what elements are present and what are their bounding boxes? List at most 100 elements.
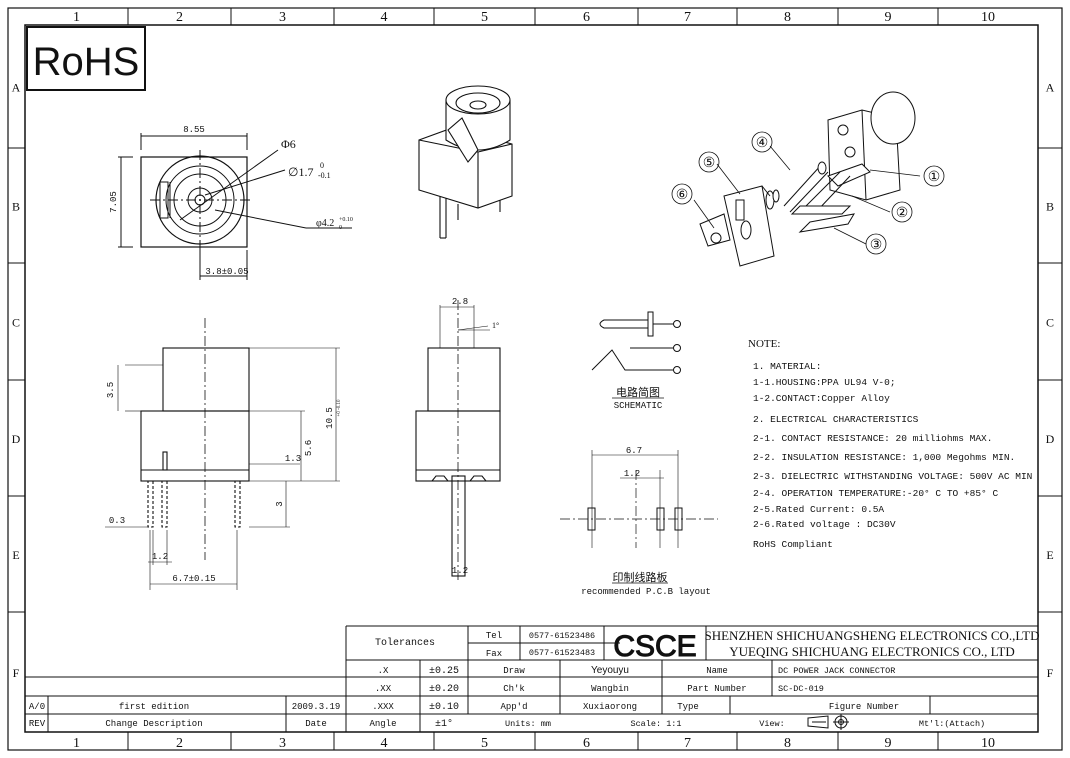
- grid-column-label: 5: [481, 736, 488, 751]
- notes-line: 2-4. OPERATION TEMPERATURE:-20° C TO +85…: [753, 488, 998, 499]
- grid-row-label: E: [12, 548, 19, 562]
- notes-line: 2-2. INSULATION RESISTANCE: 1,000 Megohm…: [753, 452, 1015, 463]
- tol-value: ±0.25: [429, 666, 459, 677]
- grid-row-label: B: [1046, 200, 1054, 214]
- tolerances-label: Tolerances: [375, 637, 435, 649]
- rev-code: A/0: [29, 702, 45, 712]
- tol-format: .XXX: [372, 702, 394, 712]
- chk-label: Ch'k: [503, 684, 525, 694]
- side-pin-width-dim: 1.2: [152, 552, 168, 562]
- grid-row-label: F: [1047, 666, 1054, 680]
- part-label-6: ⑥: [676, 188, 689, 203]
- pcb-pad-dim: 1.2: [624, 469, 640, 479]
- grid-ticks: [8, 8, 1062, 750]
- grid-column-label: 1: [73, 10, 80, 25]
- end-width-dim: 2.8: [452, 297, 468, 307]
- grid-row-label: E: [1046, 548, 1053, 562]
- end-view-dimensions: 2.8 1° 1.2: [452, 297, 499, 576]
- grid-column-label: 3: [279, 10, 286, 25]
- end-pin-width-dim: 1.2: [452, 566, 468, 576]
- notes-line: 2-6.Rated voltage : DC30V: [753, 519, 896, 530]
- notes-line: 1. MATERIAL:: [753, 361, 821, 372]
- view-label: View:: [759, 719, 785, 729]
- notes-line: 2. ELECTRICAL CHARACTERISTICS: [753, 414, 919, 425]
- tol-value: ±1°: [435, 718, 453, 730]
- rev-description: first edition: [119, 702, 189, 712]
- grid-column-label: 6: [583, 10, 590, 25]
- grid-row-label: F: [13, 666, 20, 680]
- rev-date: 2009.3.19: [292, 702, 341, 712]
- grid-row-label: D: [1046, 432, 1055, 446]
- tel-value: 0577-61523486: [529, 631, 595, 641]
- grid-column-label: 3: [279, 736, 286, 751]
- part-label-1: ①: [928, 170, 941, 185]
- description-header: Change Description: [105, 719, 202, 729]
- isometric-view: [418, 85, 513, 239]
- side-boss-height-dim: 3.5: [106, 382, 116, 398]
- grid-column-label: 4: [381, 736, 388, 751]
- grid-column-label: 6: [583, 736, 590, 751]
- name-value: DC POWER JACK CONNECTOR: [778, 666, 895, 676]
- grid-row-label: D: [12, 432, 21, 446]
- schematic-title-cn: 电路简图: [616, 385, 660, 399]
- material-label: Mt'l:(Attach): [919, 719, 985, 729]
- tol-format: .XX: [375, 684, 392, 694]
- pcb-layout-caption: 6.7 1.2 印制线路板 recommended P.C.B layout: [581, 446, 711, 597]
- draw-label: Draw: [503, 666, 525, 676]
- side-pin-thickness-dim: 0.3: [109, 516, 125, 526]
- front-height-dim: 7.05: [109, 191, 119, 213]
- tol-format: .X: [378, 666, 389, 676]
- part-number-value: SC-DC-019: [778, 684, 824, 694]
- schematic: [591, 311, 681, 374]
- company-logo: CSCE: [613, 630, 696, 663]
- fax-value: 0577-61523483: [529, 648, 595, 658]
- notes-heading: NOTE:: [748, 338, 780, 350]
- notes-line: 1-2.CONTACT:Copper Alloy: [753, 393, 890, 404]
- front-outer-dim: φ4.2: [316, 218, 334, 229]
- pcb-title-en: recommended P.C.B layout: [581, 587, 711, 597]
- part-label-3: ③: [870, 238, 883, 253]
- units-label: Units: mm: [505, 719, 551, 729]
- tol-value: ±0.10: [429, 702, 459, 713]
- grid-column-label: 10: [981, 736, 995, 751]
- date-header: Date: [305, 719, 327, 729]
- side-pin-length-dim: 3: [275, 501, 285, 506]
- tol-value: ±0.20: [429, 684, 459, 695]
- side-pin-spacing-dim: 6.7±0.15: [172, 574, 215, 584]
- rohs-logo: RoHS: [26, 26, 146, 91]
- appd-label: App'd: [500, 702, 527, 712]
- side-body-height-dim: 5.6: [304, 440, 314, 456]
- grid-column-label: 9: [885, 736, 892, 751]
- front-pin-tol-upper: 0: [320, 161, 324, 170]
- part-label-4: ④: [756, 136, 769, 151]
- grid-column-label: 8: [784, 736, 791, 751]
- grid-row-label: C: [12, 316, 20, 330]
- grid-column-label: 5: [481, 10, 488, 25]
- grid-column-label: 9: [885, 10, 892, 25]
- notes: NOTE: 1. MATERIAL: 1-1.HOUSING:PPA UL94 …: [748, 338, 1032, 550]
- grid-column-label: 8: [784, 10, 791, 25]
- chk-value: Wangbin: [591, 684, 629, 694]
- part-label-5: ⑤: [703, 156, 716, 171]
- front-pin-dim: ∅1.7: [288, 165, 313, 179]
- notes-line: 2-5.Rated Current: 0.5A: [753, 504, 884, 515]
- grid-column-label: 2: [176, 736, 183, 751]
- projection-symbol-icon: [807, 714, 849, 730]
- company-name-2: YUEQING SHICHUANG ELECTRONICS CO., LTD: [729, 644, 1015, 659]
- notes-line: 1-1.HOUSING:PPA UL94 V-0;: [753, 377, 896, 388]
- front-view-dimensions: 8.55 7.05 Φ6 ∅1.7 0 -0.1 φ4.2 +0.10 0 3.…: [109, 125, 353, 277]
- scale-label: Scale: 1:1: [630, 719, 681, 729]
- fax-label: Fax: [486, 649, 502, 659]
- grid-column-label: 4: [381, 10, 388, 25]
- appd-value: Xuxiaorong: [583, 702, 637, 712]
- side-view: [105, 318, 340, 590]
- front-width-dim: 8.55: [183, 125, 205, 135]
- figure-number-label: Figure Number: [829, 702, 899, 712]
- side-total-height-tol: +0 -0.10: [337, 399, 342, 416]
- schematic-caption: 电路简图 SCHEMATIC: [612, 385, 664, 411]
- grid-row-label: A: [1046, 81, 1055, 95]
- tel-label: Tel: [486, 631, 502, 641]
- end-angle-dim: 1°: [492, 321, 499, 330]
